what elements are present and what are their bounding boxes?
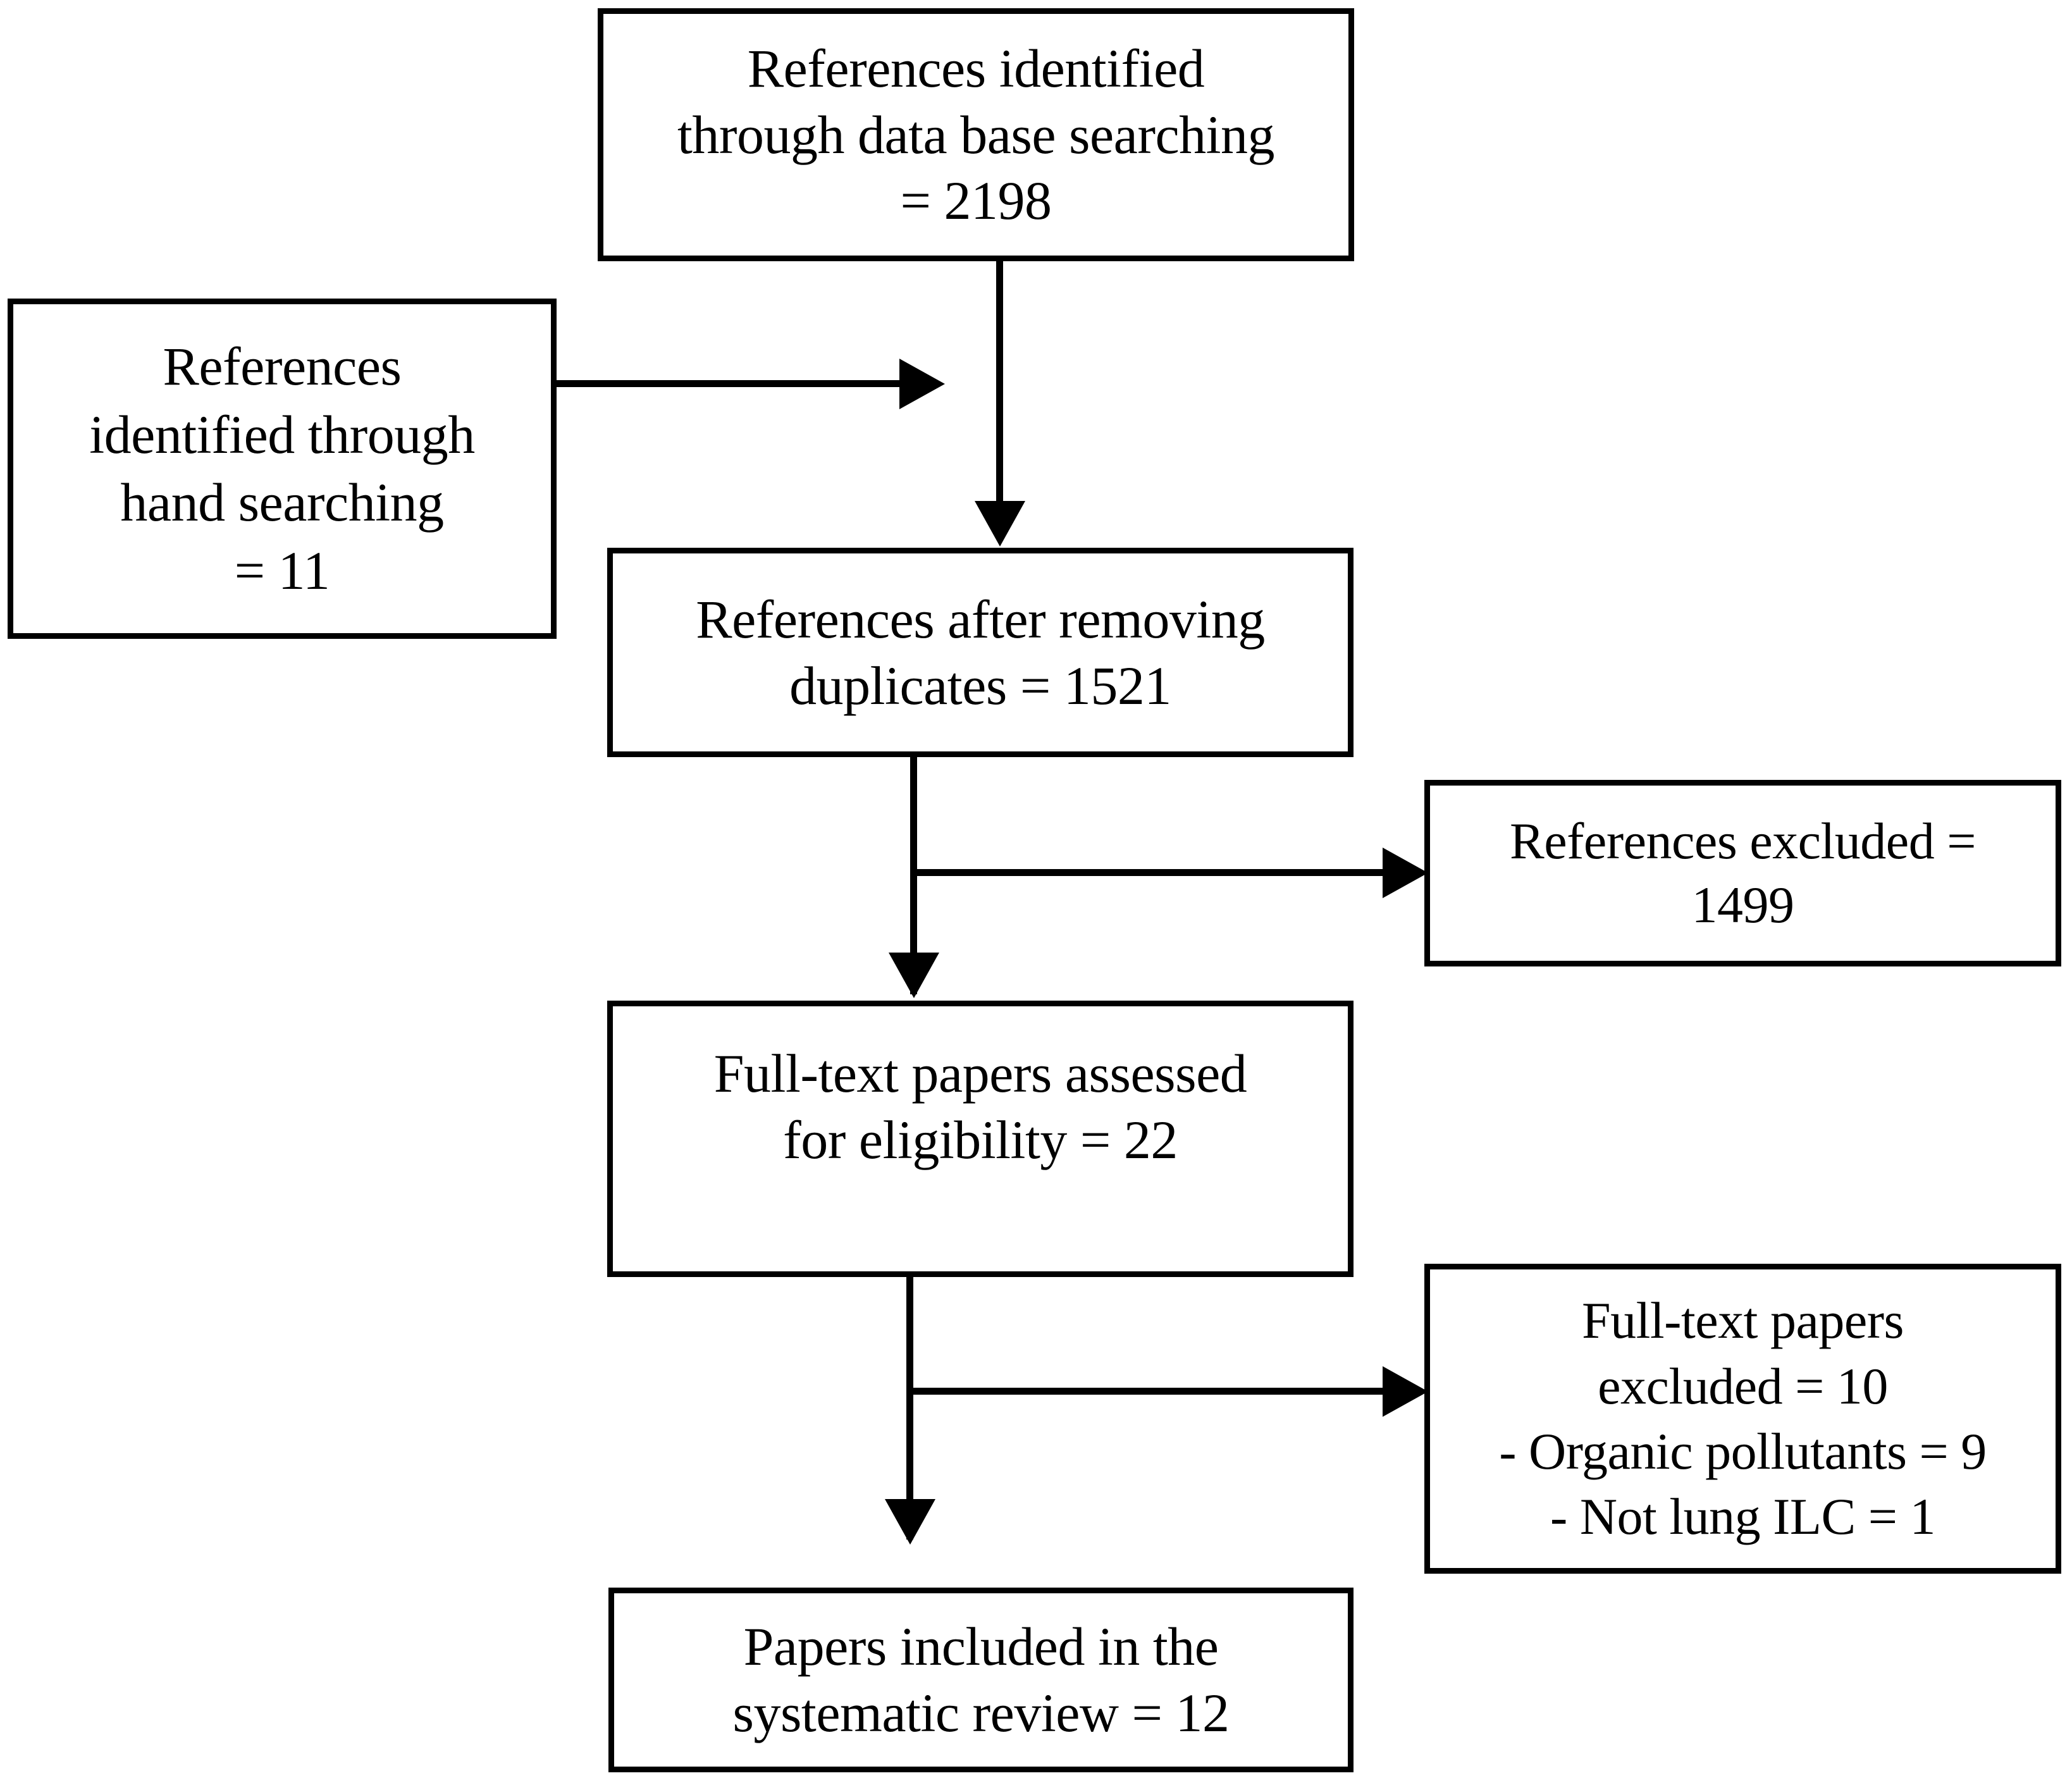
arrow-right-icon-dedup-to-references-excluded xyxy=(1383,848,1428,898)
connector-db-search-to-dedup-line xyxy=(996,261,1003,503)
arrow-right-icon-fulltext-to-fulltext-excluded xyxy=(1383,1366,1428,1417)
node-papers-included-systematic-review: Papers included in the systematic review… xyxy=(608,1588,1354,1772)
node-hand-search-label: References identified through hand searc… xyxy=(89,336,475,601)
connector-fulltext-to-fulltext-excluded-line xyxy=(913,1388,1385,1395)
arrow-right-icon-hand-search-to-trunk xyxy=(899,359,945,409)
arrow-down-icon-fulltext-to-included xyxy=(885,1499,935,1545)
connector-fulltext-to-included-line xyxy=(906,1277,913,1540)
node-references-identified-database: References identified through data base … xyxy=(598,8,1354,261)
arrow-down-icon-dedup-to-fulltext xyxy=(889,953,939,998)
arrow-down-icon-db-search-to-dedup xyxy=(975,501,1025,546)
node-fulltext-papers-excluded: Full-text papers excluded = 10 - Organic… xyxy=(1424,1264,2061,1574)
node-db-search-label: References identified through data base … xyxy=(677,37,1275,231)
node-fulltext-papers-assessed: Full-text papers assessed for eligibilit… xyxy=(607,1001,1354,1277)
node-dedup-label: References after removing duplicates = 1… xyxy=(696,588,1265,716)
node-fulltext-excluded-label: Full-text papers excluded = 10 - Organic… xyxy=(1499,1292,1987,1546)
node-references-excluded-label: References excluded = 1499 xyxy=(1510,812,1976,934)
connector-dedup-to-fulltext-line xyxy=(910,757,917,994)
node-references-after-removing-duplicates: References after removing duplicates = 1… xyxy=(607,548,1354,757)
connector-hand-search-to-trunk-line xyxy=(557,380,901,387)
node-references-excluded: References excluded = 1499 xyxy=(1424,780,2061,966)
node-fulltext-assessed-label: Full-text papers assessed for eligibilit… xyxy=(713,1043,1247,1170)
node-references-identified-hand-searching: References identified through hand searc… xyxy=(8,299,557,639)
node-included-label: Papers included in the systematic review… xyxy=(732,1616,1230,1743)
connector-dedup-to-references-excluded-line xyxy=(917,869,1385,876)
